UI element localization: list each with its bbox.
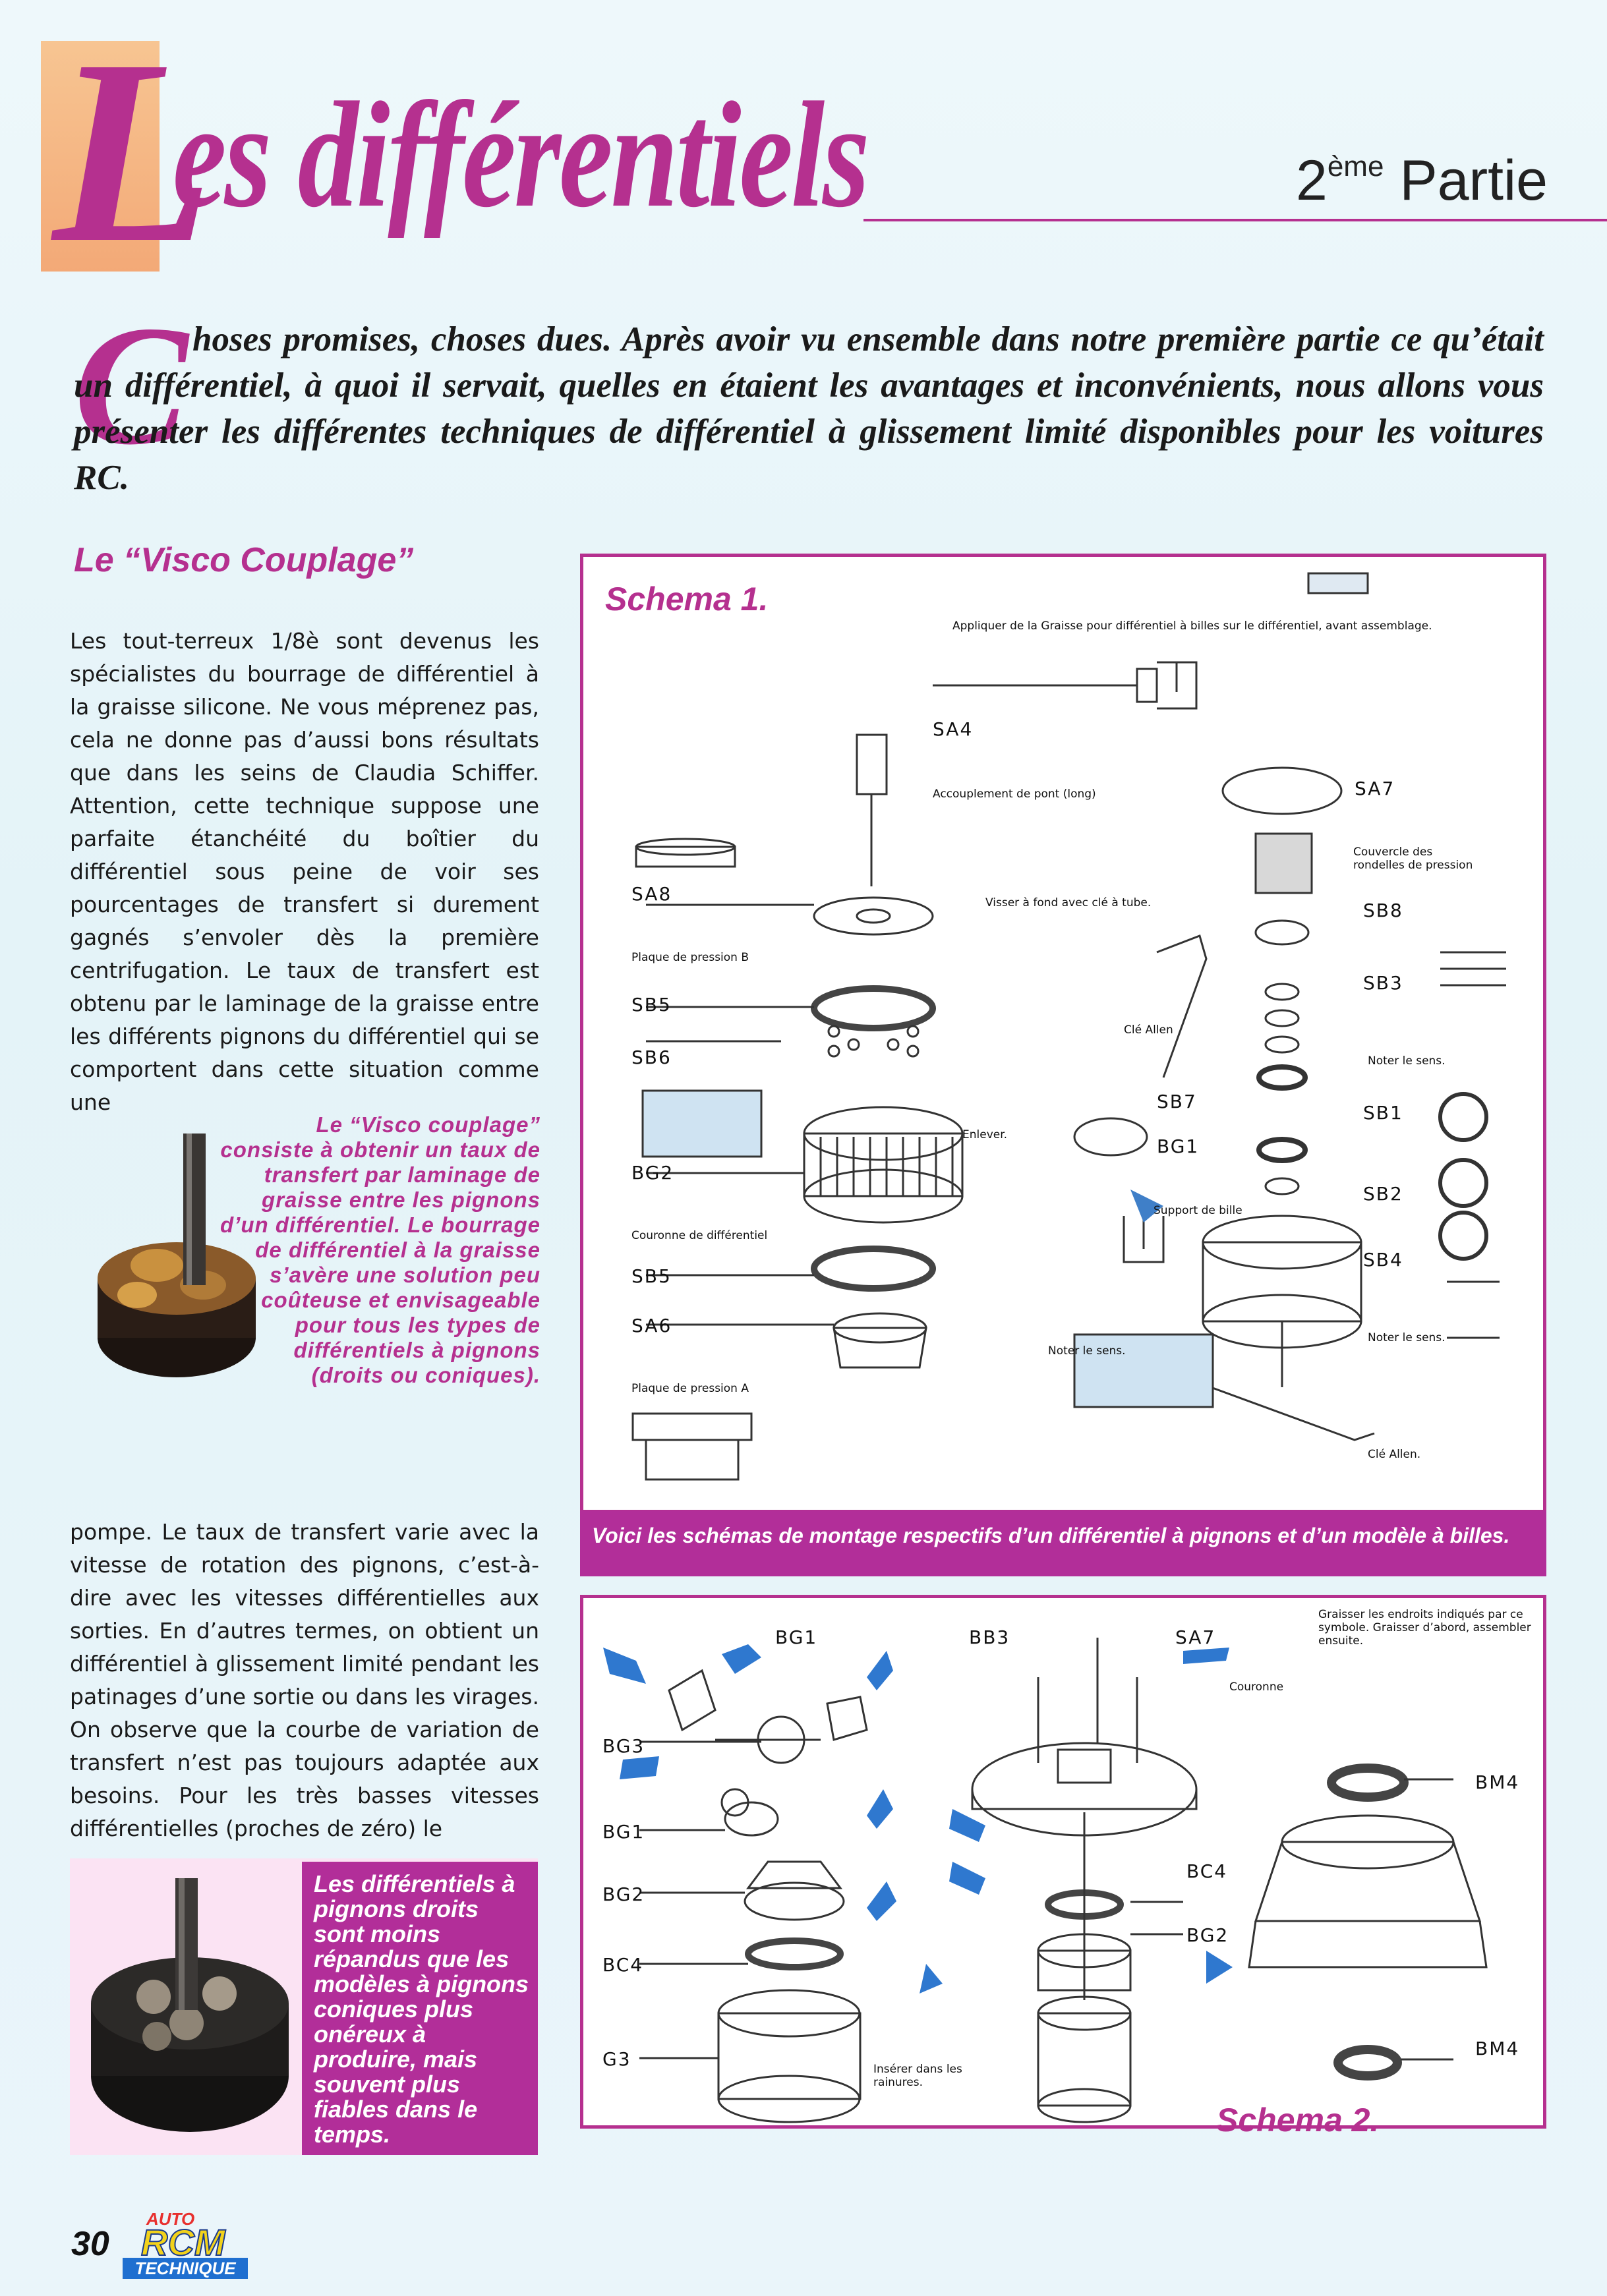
schema1-note: Appliquer de la Graisse pour différentie… [952, 619, 1432, 633]
label-cle-allen-2: Clé Allen. [1368, 1448, 1421, 1461]
label-visser: Visser à fond avec clé à tube. [985, 896, 1152, 909]
label-sb5-top: SB5 [631, 994, 672, 1016]
label-support-bille: Support de bille [1154, 1204, 1242, 1217]
intro-paragraph: hoses promises, choses dues. Après avoir… [74, 316, 1544, 501]
label-bg2-left: BG2 [602, 1883, 645, 1905]
label-inserer: Insérer dans les rainures. [873, 2063, 962, 2089]
label-bb3: BB3 [969, 1626, 1010, 1648]
schema-caption-bar [580, 1510, 1546, 1576]
part-suffix: ème [1327, 150, 1384, 183]
label-g3: G3 [602, 2048, 631, 2070]
schema1-diagram [631, 572, 1506, 1481]
schema2-diagram [603, 1638, 1488, 2123]
label-couronne-schema2: Couronne [1229, 1680, 1284, 1694]
label-sb3: SB3 [1363, 972, 1403, 994]
label-noter-3: Noter le sens. [1368, 1331, 1446, 1344]
label-noter-2: Noter le sens. [1368, 1054, 1446, 1068]
part-word: Partie [1399, 149, 1548, 212]
logo-rcm: RCM [140, 2221, 226, 2264]
section-title: Le “Visco Couplage” [74, 541, 414, 579]
label-bm4-bottom: BM4 [1475, 2038, 1520, 2059]
label-sb7: SB7 [1157, 1091, 1197, 1112]
label-plaque-b: Plaque de pression B [631, 951, 749, 964]
body-paragraph-1: Les tout-terreux 1/8è sont devenus les s… [70, 628, 539, 1115]
label-sb1: SB1 [1363, 1102, 1403, 1124]
intro-text: hoses promises, choses dues. Après avoir… [74, 320, 1544, 497]
label-bg2: BG2 [631, 1162, 674, 1184]
label-bc4-left: BC4 [602, 1954, 644, 1976]
label-couvercle: Couvercle des rondelles de pression [1353, 846, 1473, 872]
label-bg1: BG1 [1157, 1135, 1200, 1157]
body-paragraph-2: pompe. Le taux de transfert varie avec l… [70, 1519, 539, 1841]
label-accouplement: Accouplement de pont (long) [933, 788, 1096, 801]
label-sb4: SB4 [1363, 1249, 1403, 1271]
label-bm4-top: BM4 [1475, 1771, 1520, 1793]
photo1-caption: Le “Visco couplage” consiste à obtenir u… [220, 1112, 541, 1387]
page-number: 30 [71, 2225, 109, 2263]
schema1-title: Schema 1. [605, 581, 769, 617]
label-sb5-bottom: SB5 [631, 1265, 672, 1287]
label-noter-1: Noter le sens. [1048, 1344, 1126, 1358]
label-sa4: SA4 [933, 718, 974, 740]
label-cle-allen: Clé Allen [1124, 1023, 1173, 1037]
logo-technique: TECHNIQUE [123, 2258, 248, 2279]
label-bg1-top: BG1 [775, 1626, 818, 1648]
label-bg2-right: BG2 [1186, 1924, 1229, 1946]
title-initial: L [53, 5, 214, 297]
visco-coupling-photo [98, 1134, 256, 1377]
label-sb8: SB8 [1363, 900, 1403, 921]
part-number: 2 [1295, 149, 1328, 212]
label-sb6: SB6 [631, 1047, 672, 1068]
label-sa8: SA8 [631, 883, 672, 905]
schema1-panel [580, 554, 1546, 1513]
photo2-caption-box [302, 1862, 538, 2155]
title-rule [863, 219, 1607, 221]
page-title: es différentiels [173, 71, 870, 239]
label-sa6: SA6 [631, 1315, 672, 1336]
logo-auto: AUTO [146, 2209, 195, 2229]
label-plaque-a: Plaque de pression A [631, 1382, 749, 1395]
photo2-caption: Les différentiels à pignons droits sont … [314, 1870, 529, 2148]
schema-caption: Voici les schémas de montage respectifs … [592, 1524, 1510, 1547]
schema2-panel [580, 1595, 1546, 2129]
title-initial-box [41, 41, 160, 272]
label-enlever: Enlever. [962, 1128, 1008, 1141]
part-label: 2ème Partie [1296, 148, 1548, 214]
label-bc4-right: BC4 [1186, 1860, 1228, 1882]
label-sb2: SB2 [1363, 1183, 1403, 1205]
label-sa7-schema2: SA7 [1175, 1626, 1216, 1648]
schema2-title: Schema 2. [1216, 2102, 1380, 2138]
label-bg3: BG3 [602, 1735, 645, 1757]
spur-differential-photo [91, 1878, 289, 2132]
label-sa7: SA7 [1355, 778, 1395, 799]
label-bg1-mid: BG1 [602, 1821, 645, 1843]
intro-drop-cap: C [74, 291, 189, 480]
schema2-note: Graisser les endroits indiqués par ce sy… [1318, 1608, 1531, 1648]
label-couronne: Couronne de différentiel [631, 1229, 768, 1242]
